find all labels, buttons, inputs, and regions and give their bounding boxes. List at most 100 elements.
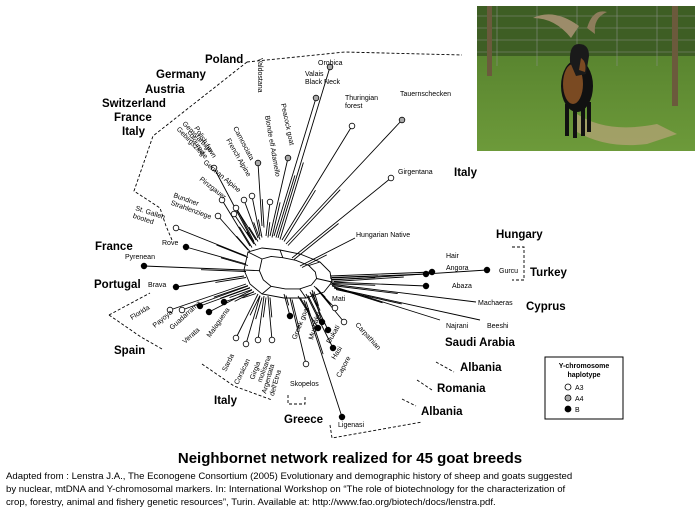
- node-payoya: [178, 306, 186, 314]
- country-label-poland: Poland: [205, 54, 243, 66]
- branch-malaguena: [223, 291, 255, 303]
- breed-label-beeshi: Beeshi: [487, 323, 509, 330]
- network-core: [243, 247, 333, 299]
- node-corsican: [242, 340, 250, 348]
- breed-label-ligenasi: Ligenasi: [338, 422, 365, 429]
- breed-label-pyrenean: Pyrenean: [125, 254, 155, 261]
- country-label-austria: Austria: [145, 84, 185, 96]
- branch-split-blonde-elf-adamello: [267, 222, 271, 238]
- breed-label-capore: Capore: [336, 355, 353, 379]
- node-rove: [182, 243, 190, 251]
- branch-split-malaguena: [242, 293, 257, 299]
- group-outline: [108, 292, 151, 316]
- branch-split-hungarian-native: [301, 254, 327, 268]
- branch-corsican: [245, 295, 261, 345]
- node-gurcu: [483, 266, 491, 274]
- node-st-gallen-booted: [172, 224, 180, 232]
- node-capore: [329, 344, 337, 352]
- branch-blonde-elf-adamello: [265, 201, 271, 237]
- branch-split-greek-goat: [285, 295, 290, 306]
- network-split: [316, 278, 333, 283]
- node-thuringian-forest: [348, 122, 356, 130]
- breed-label-hair: Hair: [446, 253, 460, 260]
- branch-pyrenean: [143, 265, 245, 271]
- legend-a4-label: A4: [575, 396, 584, 403]
- goat-illustration: [477, 6, 695, 151]
- branch-payoya: [181, 285, 249, 311]
- branch-ligenasi: [303, 299, 343, 418]
- legend-a3-marker: [564, 383, 572, 391]
- branch-split-polish-fawn-coloured: [248, 226, 259, 242]
- country-label-germany: Germany: [156, 69, 206, 81]
- country-label-italy1: Italy: [122, 126, 146, 138]
- group-outline: [435, 361, 455, 373]
- branch-split-ligenasi: [305, 301, 324, 355]
- node-valdostana: [254, 159, 262, 167]
- group-outline: [416, 379, 433, 391]
- network-split: [299, 288, 307, 299]
- branch-abaza: [329, 281, 427, 287]
- breed-label-bundner-strahlenziege: BundnerStrahlenziege: [170, 192, 215, 221]
- breed-label-florida: Florida: [129, 304, 151, 321]
- breed-label-greek-goat: Greek goat: [291, 306, 310, 341]
- node-argentata-dell-etna: [268, 336, 276, 344]
- branch-greek-goat: [283, 293, 291, 317]
- branch-split-valdostana: [261, 199, 265, 228]
- legend-b-marker: [564, 405, 572, 413]
- branch-florida: [169, 283, 247, 311]
- breed-label-tauernschecken: Tauernschecken: [400, 91, 451, 98]
- country-label-france2: France: [95, 241, 133, 253]
- branch-split-rove: [220, 257, 249, 266]
- breed-nodes: [140, 63, 491, 421]
- breed-label-skopelos: Skopelos: [290, 381, 319, 388]
- group-outline: [287, 395, 306, 405]
- branch-split-french-alpine: [253, 222, 261, 240]
- branch-split-pinzgauer: [239, 226, 253, 248]
- branch-split-dukati: [313, 291, 319, 307]
- node-florida: [166, 306, 174, 314]
- breed-label-verata: Verata: [182, 327, 202, 346]
- breed-label-angora: Angora: [446, 265, 469, 272]
- breed-label-rove: Rove: [162, 240, 178, 247]
- country-label-romania: Romania: [437, 383, 486, 395]
- group-outline: [133, 61, 248, 241]
- country-label-saudi: Saudi Arabia: [445, 337, 515, 349]
- breed-label-peacock-goat: Peacock goat: [279, 103, 295, 146]
- branch-pinzgauer: [221, 199, 251, 247]
- node-carpathian: [340, 318, 348, 326]
- branch-split-gemsfarbige-gebirgsziege: [236, 208, 255, 242]
- branch-valdostana: [257, 162, 263, 227]
- node-hasi: [324, 326, 332, 334]
- node-skopelos: [302, 360, 310, 368]
- country-label-spain: Spain: [114, 345, 145, 357]
- country-label-albania2: Albania: [421, 406, 463, 418]
- branch-thuringian-forest: [281, 125, 353, 241]
- group-outlines: [108, 51, 525, 439]
- network-split: [247, 251, 263, 260]
- node-girgentana: [387, 174, 395, 182]
- breed-label-machaeras: Machaeras: [478, 300, 513, 307]
- country-label-portugal: Portugal: [94, 279, 141, 291]
- branch-peacock-goat: [269, 157, 289, 237]
- branch-valais-black-neck: [273, 97, 317, 237]
- branch-argentata-dell-etna: [267, 295, 273, 341]
- node-blonde-elf-adamello: [266, 198, 274, 206]
- node-tauernschecken: [398, 116, 406, 124]
- breed-label-hungarian-native: Hungarian Native: [356, 232, 410, 239]
- breed-label-blonde-elf-adamello: Blonde elf Adamello: [263, 115, 281, 177]
- branch-tauernschecken: [285, 119, 403, 245]
- branch-split-corsican: [255, 297, 263, 320]
- node-pyrenean: [140, 262, 148, 270]
- goat-photo: [477, 6, 695, 151]
- network-branches: [143, 66, 488, 418]
- branch-split-tauernschecken: [287, 189, 341, 246]
- country-labels: PolandGermanyAustriaSwitzerlandFranceIta…: [94, 54, 567, 426]
- node-polish-fawn-coloured: [232, 204, 240, 212]
- legend-a3-label: A3: [575, 385, 584, 392]
- node-girgia-molisana: [254, 336, 262, 344]
- branch-girgentana: [291, 177, 392, 259]
- branch-sarda: [235, 293, 259, 339]
- branch-split-camosciata: [257, 219, 263, 238]
- node-german-alpine: [230, 210, 238, 218]
